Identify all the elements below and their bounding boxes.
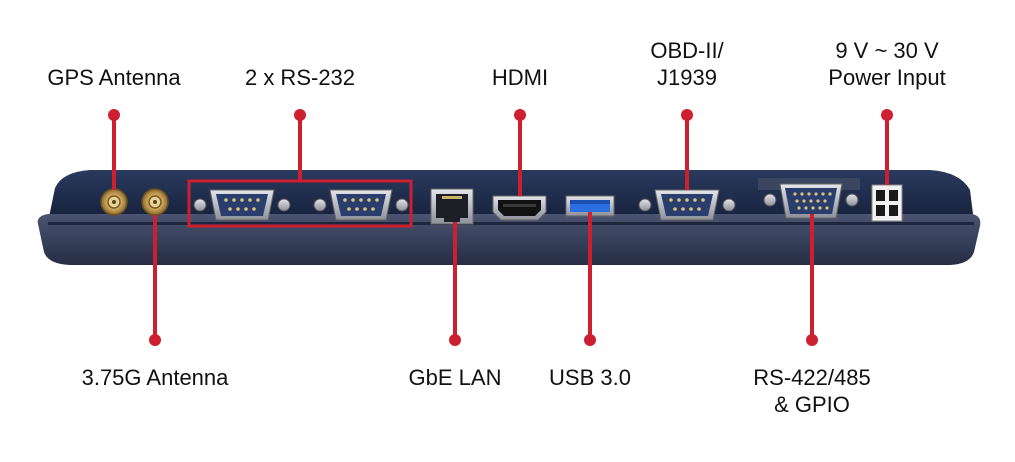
label-power: 9 V ~ 30 V Power Input xyxy=(812,37,962,91)
label-gps-antenna: GPS Antenna xyxy=(34,64,194,91)
db15-port-icon xyxy=(758,178,860,219)
label-power-line1: 9 V ~ 30 V xyxy=(835,38,939,63)
callout-dot xyxy=(108,109,120,121)
callout-lines xyxy=(112,115,889,340)
callout-dot xyxy=(149,334,161,346)
label-rs422: RS-422/485 & GPIO xyxy=(737,364,887,418)
label-hdmi-text: HDMI xyxy=(491,65,549,90)
rj45-port-icon xyxy=(430,188,474,225)
label-obd-line2: J1939 xyxy=(657,65,717,90)
label-375g-antenna: 3.75G Antenna xyxy=(63,364,247,391)
power-connector-icon xyxy=(871,184,903,222)
sma-connector-icon xyxy=(141,188,169,216)
db9-port-icon xyxy=(193,189,291,221)
callout-dot xyxy=(514,109,526,121)
callout-dot xyxy=(881,109,893,121)
label-rs422-line1: RS-422/485 xyxy=(753,365,871,390)
callout-dot xyxy=(584,334,596,346)
db9-port-icon xyxy=(313,189,409,221)
db9-port-icon xyxy=(638,189,736,221)
callout-dot xyxy=(681,109,693,121)
label-rs232: 2 x RS-232 xyxy=(230,64,370,91)
callout-dot xyxy=(449,334,461,346)
label-gbe-lan-text: GbE LAN xyxy=(408,365,502,390)
callout-dot xyxy=(806,334,818,346)
label-hdmi: HDMI xyxy=(480,64,560,91)
label-obd-line1: OBD-II/ xyxy=(650,38,724,63)
label-rs232-text: 2 x RS-232 xyxy=(244,65,356,90)
callout-dot xyxy=(294,109,306,121)
label-rs422-line2: & GPIO xyxy=(774,392,850,417)
callout-dots xyxy=(108,109,893,346)
label-gbe-lan: GbE LAN xyxy=(395,364,515,391)
sma-connector-icon xyxy=(100,188,128,216)
usb-port-icon xyxy=(565,195,615,217)
label-gps-antenna-text: GPS Antenna xyxy=(47,65,181,90)
label-obd: OBD-II/ J1939 xyxy=(627,37,747,91)
label-power-line2: Power Input xyxy=(828,65,946,90)
label-usb3: USB 3.0 xyxy=(535,364,645,391)
label-375g-antenna-text: 3.75G Antenna xyxy=(81,365,229,390)
label-usb3-text: USB 3.0 xyxy=(549,365,631,390)
hdmi-port-icon xyxy=(492,195,547,221)
